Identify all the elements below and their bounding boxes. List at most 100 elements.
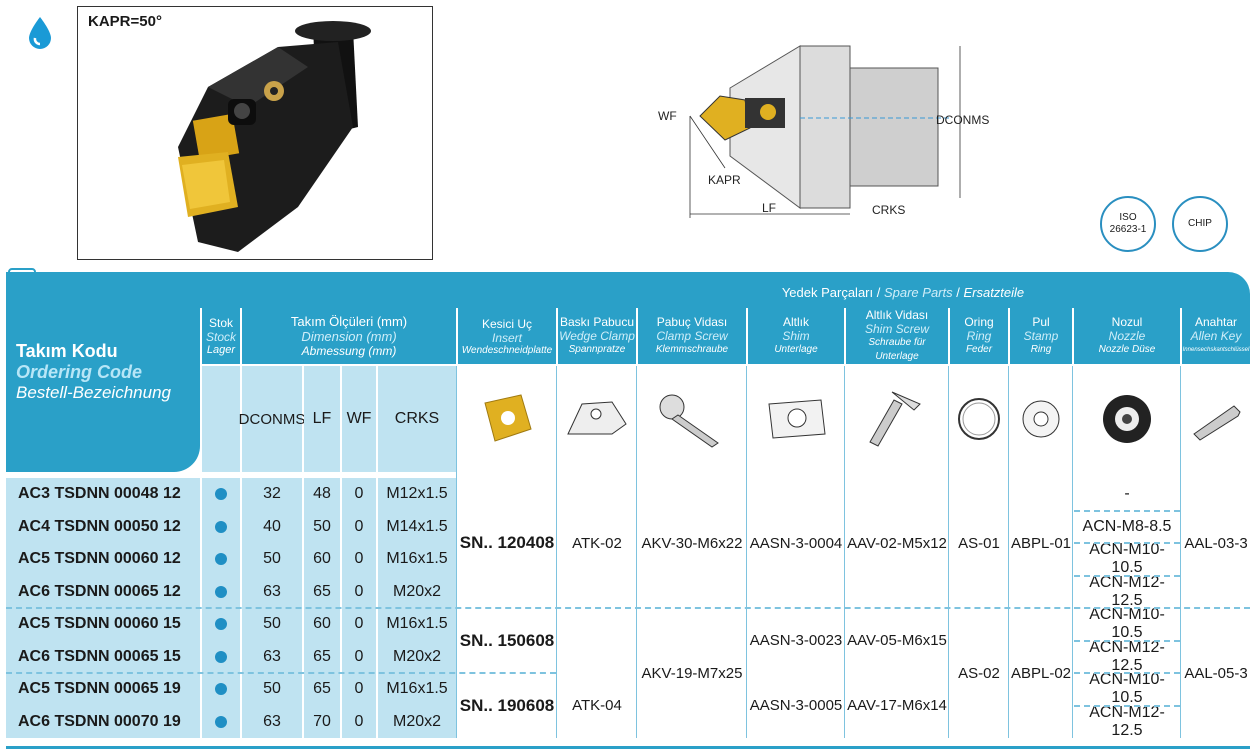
dconms-cell: 50 [242, 608, 302, 641]
chip-badge: CHIP [1172, 196, 1228, 252]
iso-badge-line2: 26623-1 [1109, 224, 1147, 235]
column-line [1008, 366, 1009, 738]
part-header-en: Stamp [1023, 329, 1059, 343]
ordering-code-cell: AC5 TSDNN 00065 19 [6, 673, 200, 706]
ordering-code-cell: AC6 TSDNN 00065 12 [6, 575, 200, 608]
kapr-diagram-label: KAPR [708, 173, 741, 187]
table-header-band [6, 272, 1250, 308]
stock-cell [202, 608, 240, 641]
wf-cell: 0 [342, 705, 376, 738]
part-header-tr: Oring [964, 315, 994, 329]
wf-cell: 0 [342, 510, 376, 543]
crks-cell: M20x2 [378, 640, 456, 673]
insert-icon-cell [458, 366, 556, 472]
nozzle-separator [1074, 672, 1180, 674]
shim-cell: AASN-3-0005 [749, 697, 843, 714]
lf-cell: 60 [304, 608, 340, 641]
wedge-cell: ATK-04 [572, 697, 622, 714]
part-header-en: Clamp Screw [656, 329, 728, 343]
insert-de: Wendeschneidplatte [461, 344, 553, 356]
stock-dot-icon [215, 553, 227, 566]
dconms-cell: 63 [242, 705, 302, 738]
shim-screw-icon [869, 391, 921, 447]
shim-screw-icon-cell [846, 366, 948, 472]
ordering-code-cell: AC3 TSDNN 00048 12 [6, 478, 200, 511]
dimension-header: Takım Ölçüleri (mm) Dimension (mm) Abmes… [242, 308, 456, 364]
part-header-en: Shim Screw [864, 322, 929, 336]
lf-cell: 65 [304, 575, 340, 608]
spare-parts-tr: Yedek Parçaları [781, 284, 874, 300]
wedge-cell: ATK-02 [572, 534, 622, 552]
crks-cell: M14x1.5 [378, 510, 456, 543]
part-header-de: Klemmschraube [655, 344, 729, 355]
oring-icon [958, 398, 1000, 440]
lf-cell: 70 [304, 705, 340, 738]
coolant-drop-icon [29, 17, 51, 49]
wf-col-header: WF [342, 366, 376, 472]
part-header-de: Innensechskantschlüssel [1182, 347, 1250, 353]
key-cell: AAL-03-3 [1184, 534, 1248, 552]
crks-cell: M16x1.5 [378, 673, 456, 706]
lf-cell: 60 [304, 543, 340, 576]
insert-cell: SN.. 150608 [459, 630, 555, 650]
part-header-tr: Nozul [1111, 315, 1143, 329]
tool-holder-image [178, 21, 371, 252]
lf-cell: 65 [304, 640, 340, 673]
stock-cell [202, 575, 240, 608]
oring-icon-cell [950, 366, 1008, 472]
stock-dot-icon [215, 618, 227, 631]
nozzle-separator [1074, 607, 1180, 609]
wedge-icon-cell [558, 366, 636, 472]
stock-cell [202, 543, 240, 576]
nozzle-cell: ACN-M8-8.5 [1082, 517, 1172, 535]
ordering-code-header: Takım Kodu Ordering Code Bestell-Bezeich… [6, 272, 200, 472]
code-tr: Takım Kodu [16, 341, 118, 361]
spare-parts-en: Spare Parts [883, 284, 953, 300]
nozzle-cell: ACN-M12-12.5 [1089, 573, 1165, 609]
stock-dot-icon [215, 488, 227, 501]
dim-de: Abmessung (mm) [301, 344, 397, 358]
stamp-icon-cell [1010, 366, 1072, 472]
nozzle-cell: ACN-M12-12.5 [1089, 703, 1165, 739]
dconms-cell: 63 [242, 640, 302, 673]
ordering-code-cell: AC6 TSDNN 00070 19 [6, 705, 200, 738]
stock-cell [202, 510, 240, 543]
wf-cell: 0 [342, 478, 376, 511]
dconms-cell: 50 [242, 543, 302, 576]
ordering-code-cell: AC5 TSDNN 00060 15 [6, 608, 200, 641]
dconms-label: DCONMS [936, 113, 989, 127]
part-header-en: Allen Key [1190, 329, 1242, 343]
code-de: Bestell-Bezeichnung [16, 383, 171, 402]
part-header-de: Feder [965, 344, 993, 355]
stamp-cell: ABPL-01 [1010, 534, 1072, 552]
wf-cell: 0 [342, 640, 376, 673]
chip-badge-label: CHIP [1188, 218, 1212, 229]
stock-en: Stock [205, 330, 236, 344]
part-header-en: Shim [782, 329, 810, 343]
shim-screw-cell: AAV-02-M5x12 [847, 534, 947, 552]
part-header-tr: Pul [1032, 315, 1050, 329]
dconms-cell: 40 [242, 510, 302, 543]
oring-cell: AS-02 [958, 664, 1000, 682]
clamp-screw-icon [659, 394, 719, 448]
nozzle-cell: ACN-M10-10.5 [1089, 606, 1165, 642]
insert-header: Kesici Uç Insert Wendeschneidplatte [458, 308, 556, 364]
column-line [636, 366, 637, 738]
crks-cell: M20x2 [378, 575, 456, 608]
dconms-col-header: DCONMS [239, 366, 305, 472]
wedge-clamp-icon [567, 401, 627, 435]
column-line [746, 366, 747, 738]
part-header-de: Schraube für Unterlage [868, 337, 926, 362]
column-line [1072, 366, 1073, 738]
part-header-tr: Altlık Vidası [865, 308, 929, 322]
stock-dot-icon [215, 715, 227, 728]
shim-icon [768, 399, 826, 439]
stock-de: Lager [206, 344, 236, 356]
nozzle-icon [1103, 395, 1151, 443]
stock-header: Stok Stock Lager [202, 308, 240, 364]
nozzle-separator [1074, 704, 1180, 707]
row-separator [6, 607, 1250, 609]
part-header-tr: Anahtar [1194, 315, 1238, 329]
